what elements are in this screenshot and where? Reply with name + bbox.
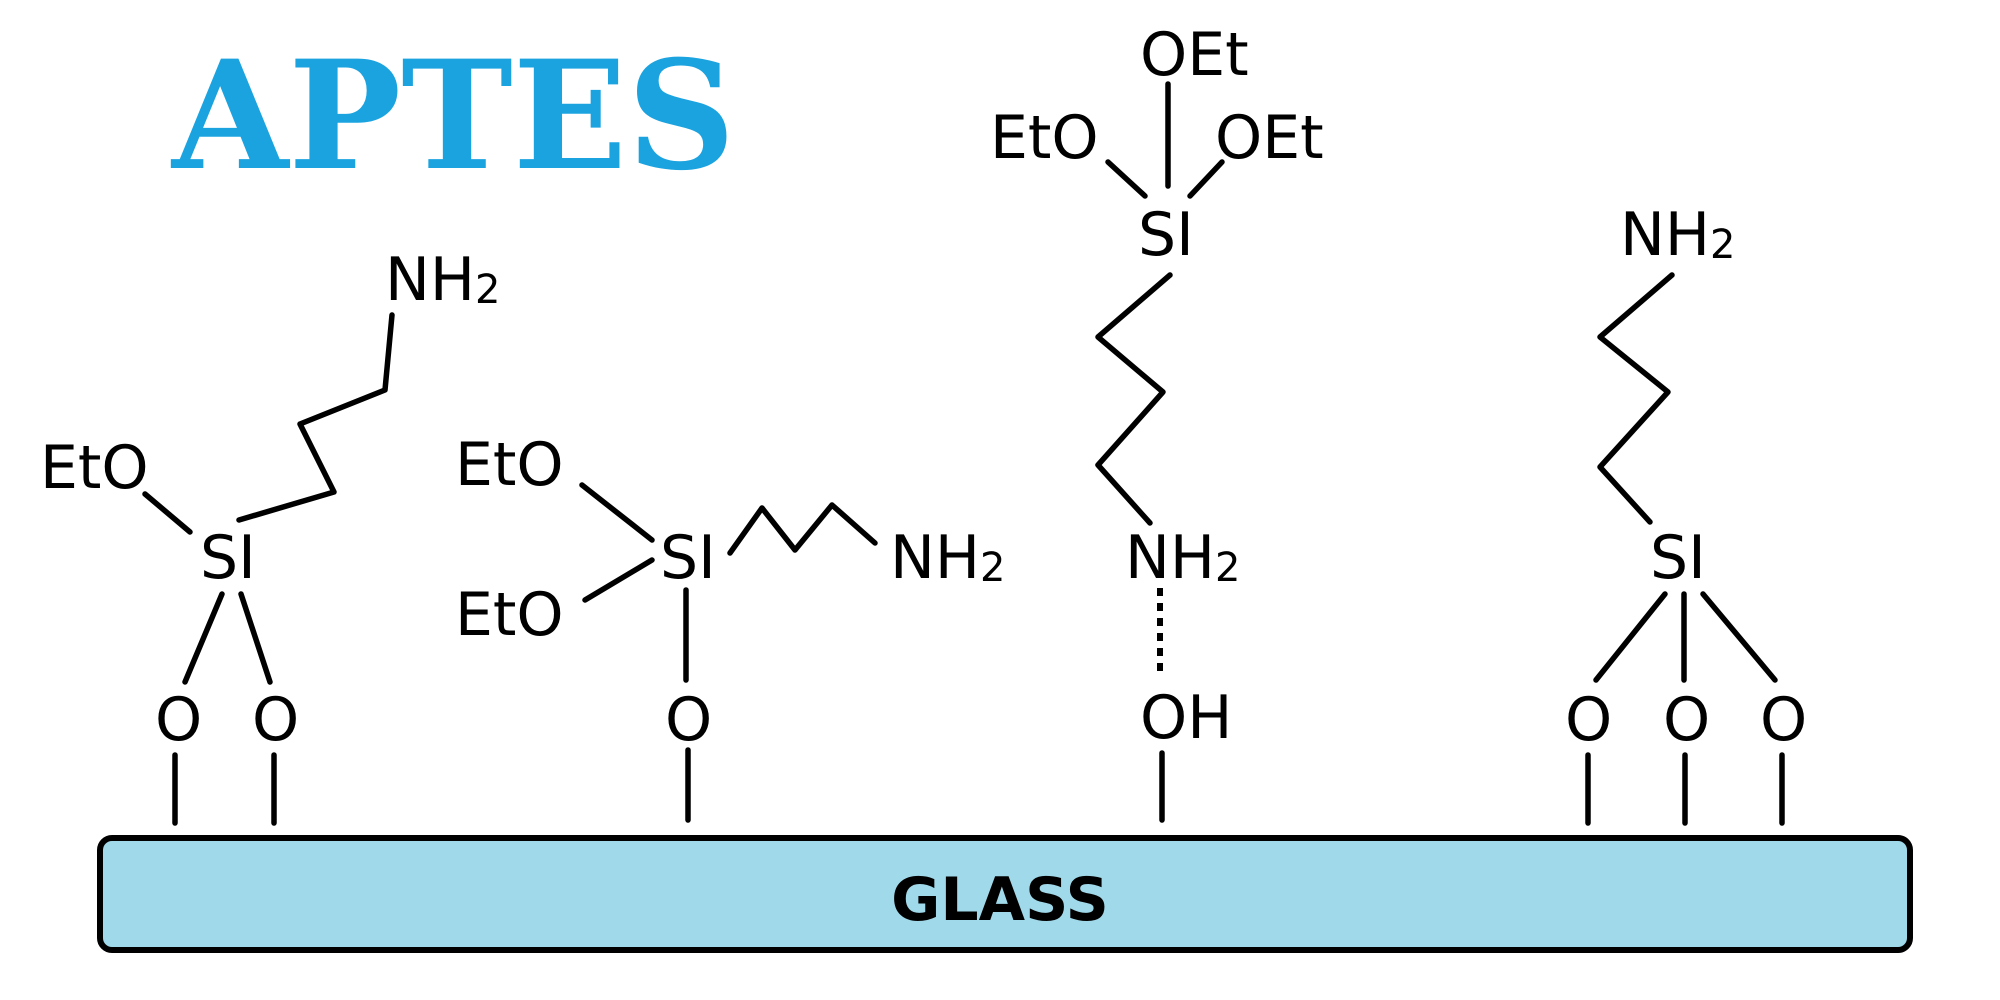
oxygen-atom: O [1565,685,1612,755]
oxygen-atom: O [665,685,712,755]
ethoxy-group: EtO [455,580,564,650]
si-ethoxy-bond [142,491,193,535]
amine-group: NH2 [1620,200,1735,270]
si-oxygen-bond [1593,591,1668,683]
si-ethoxy-bond [1187,159,1225,199]
glass-substrate [97,835,1913,953]
oxygen-atom: O [1760,685,1807,755]
propyl-chain-bond [1597,272,1675,525]
oxygen-atom: O [155,685,202,755]
glass-label: GLASS [891,865,1109,935]
silicon-atom: SI [200,523,256,593]
hydroxyl-group: OH [1140,683,1232,753]
molecule-hydrogen-bonded: OEt EtO OEt SI NH2 OH [990,20,1324,823]
si-ethoxy-bond [582,557,655,603]
oxygen-atom: O [1663,685,1710,755]
ethoxy-group: EtO [990,103,1099,173]
si-oxygen-bond [238,591,273,685]
si-ethoxy-bond [579,482,655,543]
molecule-bidentate: NH2 EtO SI O O [40,245,500,826]
si-oxygen-bond [1700,591,1778,683]
diagram-title: APTES [170,28,735,204]
amine-group: NH2 [385,245,500,315]
ethoxy-group: OEt [1140,20,1249,90]
ethoxy-group: EtO [40,433,149,503]
silicon-atom: SI [1650,523,1706,593]
molecule-tridentate: NH2 SI O O O [1565,200,1807,826]
propyl-chain-bond [727,502,878,556]
ethoxy-group: EtO [455,430,564,500]
propyl-chain-bond [1095,272,1173,526]
molecule-monodentate: EtO EtO SI NH2 O [455,430,1005,823]
si-oxygen-bond [182,591,225,685]
silicon-atom: SI [660,523,716,593]
oxygen-atom: O [252,685,299,755]
amine-group: NH2 [1125,523,1240,593]
propyl-chain-bond [236,312,395,523]
si-ethoxy-bond [1105,159,1148,199]
amine-group: NH2 [890,523,1005,593]
silicon-atom: SI [1138,200,1194,270]
ethoxy-group: OEt [1215,103,1324,173]
